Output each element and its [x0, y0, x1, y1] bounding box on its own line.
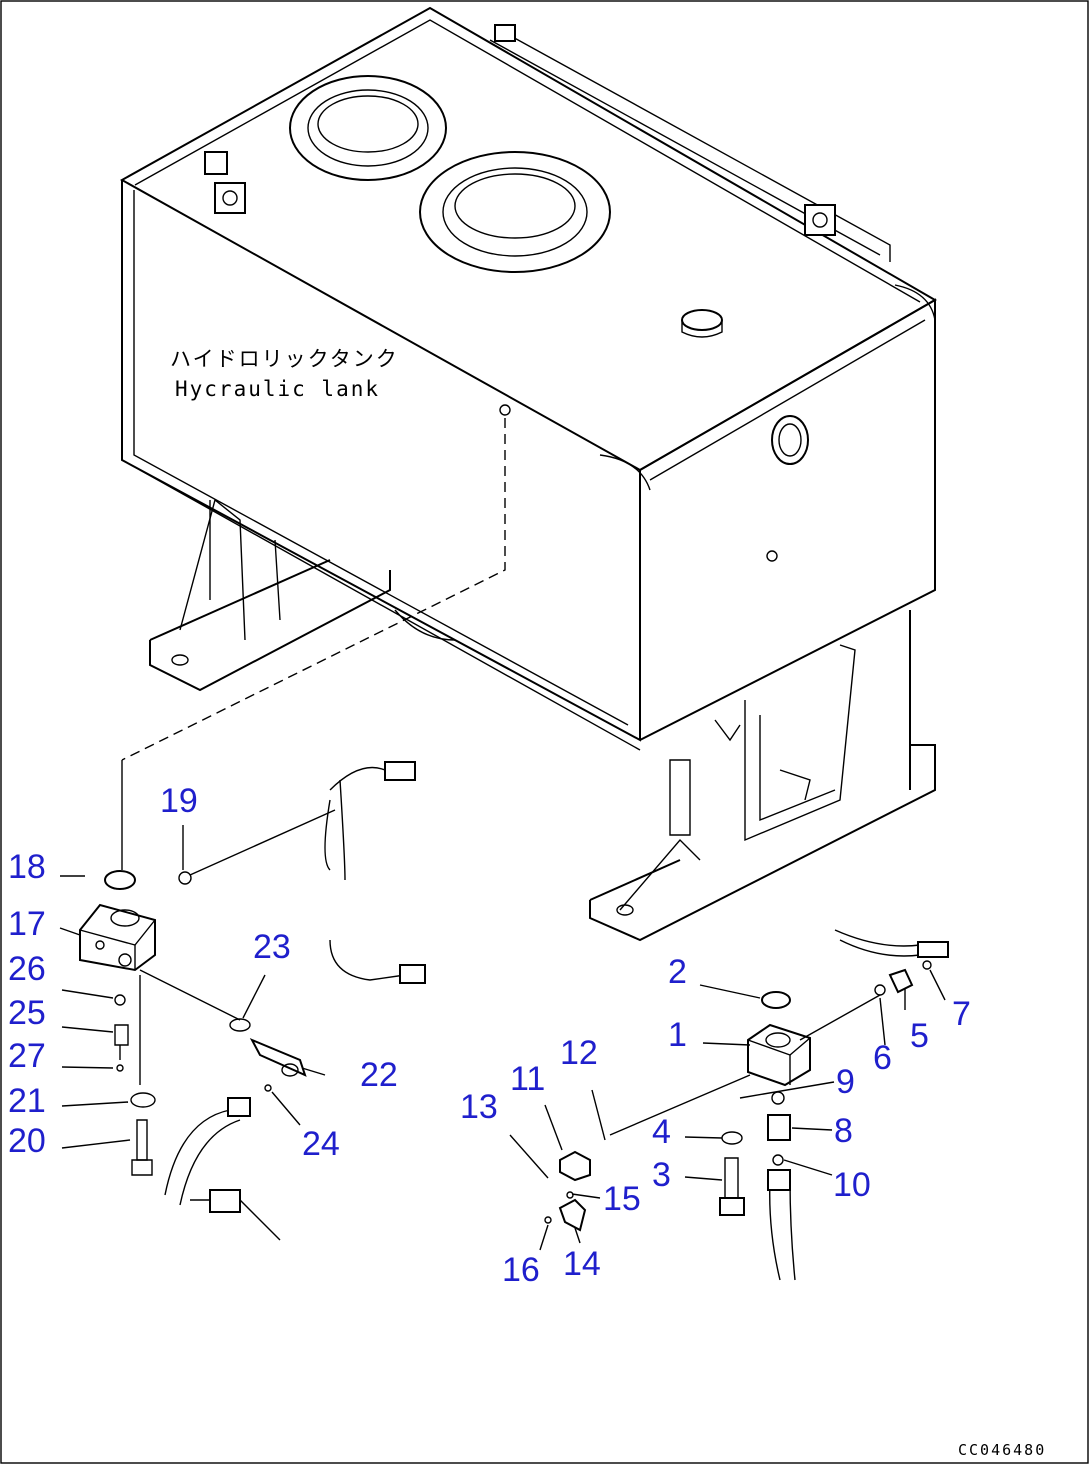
callout-13: 13 [460, 1088, 498, 1126]
callout-23: 23 [253, 928, 291, 966]
callout-14: 14 [563, 1245, 601, 1283]
callout-1: 1 [668, 1016, 687, 1054]
callout-27: 27 [8, 1037, 46, 1075]
hydraulic-tank [119, 6, 938, 751]
drawing-code: CC046480 [958, 1441, 1046, 1459]
tank-label-en: Hycraulic lank [175, 377, 380, 401]
callout-numbers: 1 2 3 4 5 6 7 8 9 10 11 12 13 14 15 16 1… [8, 782, 971, 1289]
callout-9: 9 [836, 1063, 855, 1101]
callout-7: 7 [952, 995, 971, 1033]
callout-6: 6 [873, 1039, 892, 1077]
callout-22: 22 [360, 1056, 398, 1094]
o-ring-18 [104, 870, 136, 890]
callout-19: 19 [160, 782, 198, 820]
callout-2: 2 [668, 953, 687, 991]
callout-20: 20 [8, 1122, 46, 1160]
callout-3: 3 [652, 1156, 671, 1194]
callout-16: 16 [502, 1251, 540, 1289]
left-valve-block [79, 761, 426, 1241]
callout-leaders [59, 825, 946, 1251]
callout-25: 25 [8, 994, 46, 1032]
callout-21: 21 [8, 1082, 46, 1120]
callout-10: 10 [833, 1166, 871, 1204]
right-support-leg [589, 610, 936, 942]
callout-15: 15 [603, 1180, 641, 1218]
callout-4: 4 [652, 1113, 671, 1151]
callout-12: 12 [560, 1034, 598, 1072]
dashed-leader [121, 418, 506, 761]
callout-18: 18 [8, 848, 46, 886]
right-valve-block [544, 929, 949, 1281]
left-support-leg [149, 498, 456, 692]
tank-label-jp: ハイドロリックタンク [170, 347, 399, 371]
callout-11: 11 [510, 1060, 545, 1098]
callout-24: 24 [302, 1125, 340, 1163]
callout-8: 8 [834, 1112, 853, 1150]
callout-26: 26 [8, 950, 46, 988]
callout-17: 17 [8, 905, 46, 943]
callout-5: 5 [910, 1017, 929, 1055]
